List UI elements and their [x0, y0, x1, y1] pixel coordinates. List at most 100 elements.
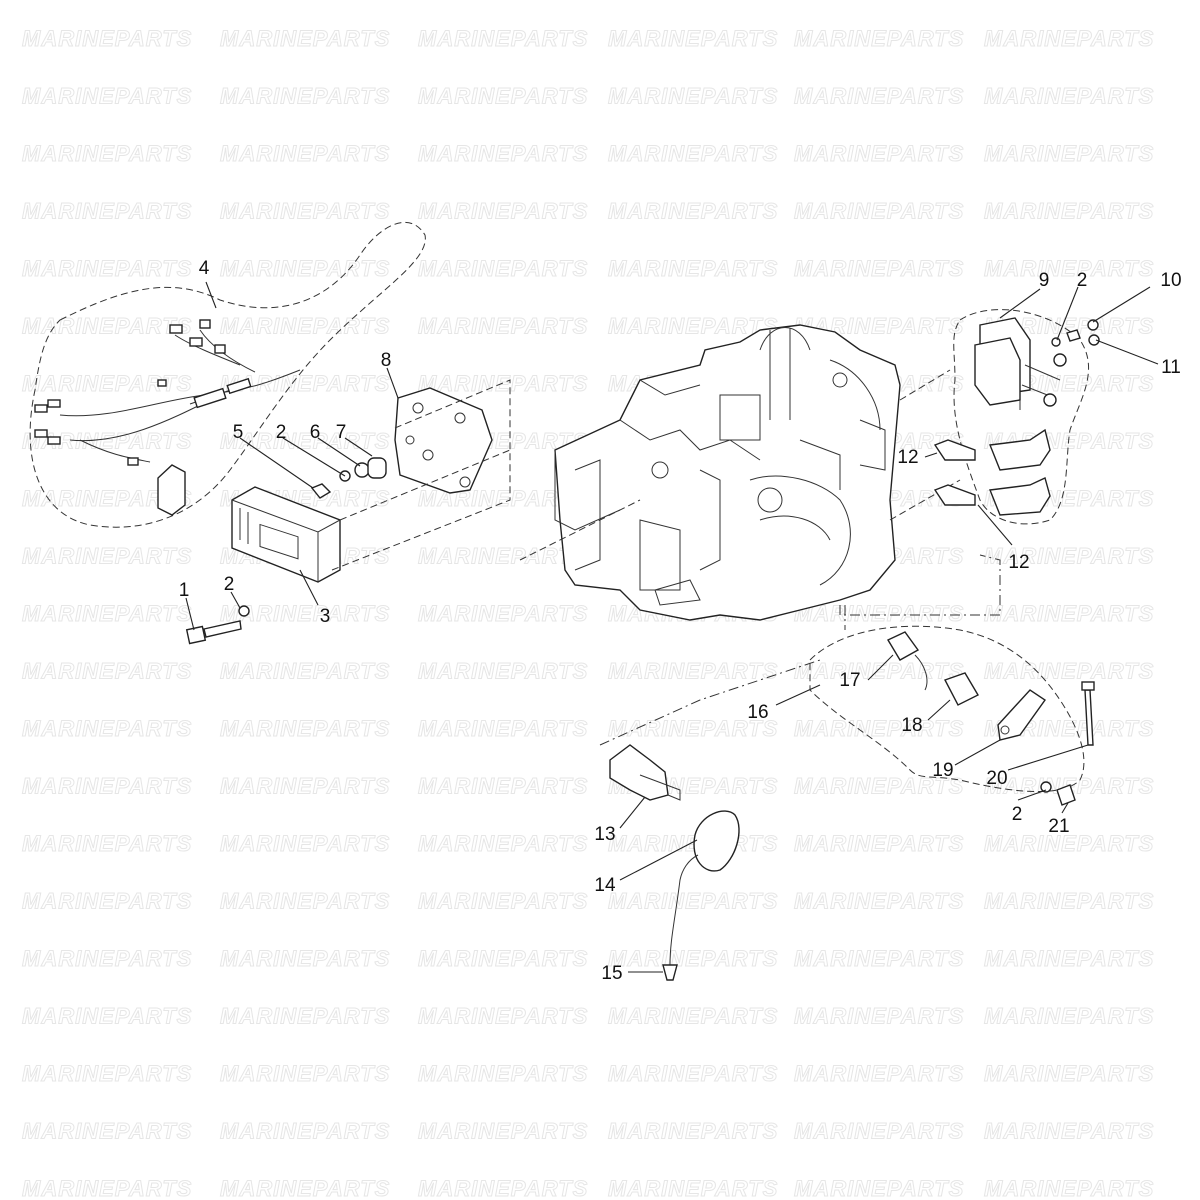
watermark-text: MARINEPARTS [220, 84, 390, 109]
watermark-text: MARINEPARTS [418, 831, 588, 856]
callout-13: 13 [594, 824, 615, 845]
watermark-text: MARINEPARTS [220, 716, 390, 741]
watermark-text: MARINEPARTS [984, 831, 1154, 856]
bolt [185, 605, 250, 645]
watermark-text: MARINEPARTS [220, 1004, 390, 1029]
callout-9: 9 [1039, 270, 1050, 291]
sensor-group [809, 625, 1095, 806]
watermark-text: MARINEPARTS [418, 256, 588, 281]
callout-18: 18 [901, 715, 922, 736]
watermark-text: MARINEPARTS [22, 84, 192, 109]
callout-12: 12 [897, 447, 918, 468]
watermark-text: MARINEPARTS [984, 84, 1154, 109]
watermark-text: MARINEPARTS [418, 84, 588, 109]
watermark-text: MARINEPARTS [608, 659, 778, 684]
watermark-text: MARINEPARTS [22, 889, 192, 914]
callout-labels: 1 2 2 2 2 3 4 5 6 7 8 9 10 11 12 12 13 1… [179, 258, 1182, 984]
watermark-text: MARINEPARTS [984, 1004, 1154, 1029]
callout-17: 17 [839, 670, 860, 691]
watermark-text: MARINEPARTS [608, 199, 778, 224]
callout-11: 11 [1161, 357, 1181, 378]
watermark-text: MARINEPARTS [984, 544, 1154, 569]
watermark-text: MARINEPARTS [220, 1119, 390, 1144]
callout-5: 5 [233, 422, 244, 443]
watermark-text: MARINEPARTS [794, 26, 964, 51]
watermark-text: MARINEPARTS [22, 1004, 192, 1029]
watermark-text: MARINEPARTS [984, 1119, 1154, 1144]
watermark-text: MARINEPARTS [418, 199, 588, 224]
watermark-text: MARINEPARTS [794, 1061, 964, 1086]
watermark-text: MARINEPARTS [22, 716, 192, 741]
watermark-text: MARINEPARTS [418, 371, 588, 396]
callout-10: 10 [1160, 270, 1181, 291]
callout-21: 21 [1048, 816, 1069, 837]
watermark-text: MARINEPARTS [794, 716, 964, 741]
leader-lines [185, 281, 1159, 973]
ignition-coil-group [953, 309, 1089, 525]
watermark-text: MARINEPARTS [418, 1176, 588, 1200]
watermark-text: MARINEPARTS [608, 831, 778, 856]
watermark-text: MARINEPARTS [984, 659, 1154, 684]
callout-20: 20 [986, 768, 1007, 789]
callout-2: 2 [1012, 804, 1023, 825]
mounting-bracket [394, 387, 493, 494]
callout-14: 14 [594, 875, 616, 896]
watermark-text: MARINEPARTS [418, 946, 588, 971]
watermark-text: MARINEPARTS [220, 26, 390, 51]
watermark-text: MARINEPARTS [418, 1061, 588, 1086]
watermark-text: MARINEPARTS [608, 716, 778, 741]
watermark-text: MARINEPARTS [794, 946, 964, 971]
watermark-text: MARINEPARTS [418, 1119, 588, 1144]
callout-2: 2 [224, 574, 235, 595]
watermark-text: MARINEPARTS [794, 659, 964, 684]
screw-washer-lower [1040, 781, 1076, 806]
watermark-text: MARINEPARTS [220, 946, 390, 971]
watermark-text: MARINEPARTS [22, 601, 192, 626]
wiring-harness [34, 319, 301, 516]
watermark-text: MARINEPARTS [794, 256, 964, 281]
plug-caps [989, 428, 1051, 516]
watermark-text: MARINEPARTS [418, 26, 588, 51]
watermark-text: MARINEPARTS [608, 314, 778, 339]
watermark-text: MARINEPARTS [22, 774, 192, 799]
watermark-text: MARINEPARTS [794, 889, 964, 914]
watermark-text: MARINEPARTS [22, 946, 192, 971]
watermark-text: MARINEPARTS [22, 659, 192, 684]
sensor-sleeve [944, 672, 979, 706]
engine-block [554, 324, 901, 621]
watermark-text: MARINEPARTS [794, 831, 964, 856]
watermark-text: MARINEPARTS [984, 199, 1154, 224]
cdi-unit [231, 486, 341, 583]
callout-12: 12 [1008, 552, 1029, 573]
watermark-text: MARINEPARTS [984, 256, 1154, 281]
watermark-text: MARINEPARTS [794, 199, 964, 224]
watermark-text: MARINEPARTS [418, 141, 588, 166]
callout-3: 3 [320, 606, 331, 627]
callout-16: 16 [747, 702, 768, 723]
watermark-text: MARINEPARTS [418, 314, 588, 339]
watermark-text: MARINEPARTS [608, 1004, 778, 1029]
callout-7: 7 [336, 422, 347, 443]
watermark-text: MARINEPARTS [220, 889, 390, 914]
watermark-text: MARINEPARTS [220, 256, 390, 281]
watermark-text: MARINEPARTS [984, 889, 1154, 914]
watermark-text: MARINEPARTS [220, 199, 390, 224]
watermark-text: MARINEPARTS [220, 774, 390, 799]
watermark-text: MARINEPARTS [220, 314, 390, 339]
watermark-text: MARINEPARTS [22, 256, 192, 281]
callout-2: 2 [1077, 270, 1088, 291]
watermark-text: MARINEPARTS [794, 141, 964, 166]
watermark-text: MARINEPARTS [794, 1176, 964, 1200]
watermark-text: MARINEPARTS [608, 946, 778, 971]
callout-8: 8 [381, 350, 392, 371]
watermark-text: MARINEPARTS [22, 141, 192, 166]
watermark-text: MARINEPARTS [220, 831, 390, 856]
watermark-text: MARINEPARTS [418, 544, 588, 569]
watermark-text: MARINEPARTS [22, 831, 192, 856]
watermark-text: MARINEPARTS [608, 1176, 778, 1200]
watermark-text: MARINEPARTS [220, 1176, 390, 1200]
watermark-text: MARINEPARTS [984, 26, 1154, 51]
small-screws-coil [1051, 319, 1100, 347]
watermark-text: MARINEPARTS [608, 1119, 778, 1144]
